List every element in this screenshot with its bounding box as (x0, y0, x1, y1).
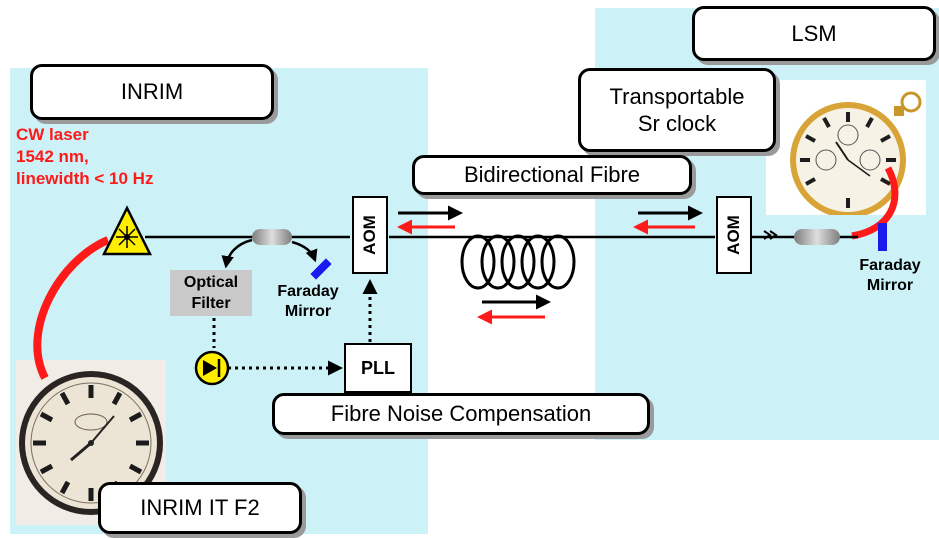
optical-filter-line2: Filter (191, 295, 231, 312)
laser-line1: CW laser (16, 125, 89, 144)
laser-line3: linewidth < 10 Hz (16, 169, 154, 188)
aom-inrim: AOM (352, 196, 388, 274)
cw-laser-description: CW laser 1542 nm, linewidth < 10 Hz (16, 124, 153, 190)
faraday-mirror-label-lsm: Faraday Mirror (859, 257, 921, 294)
optical-filter-line1: Optical (183, 274, 239, 291)
inrim-clock-fibre (33, 236, 110, 380)
faraday-mirror-lsm (878, 223, 887, 251)
sr-clock-line1: Transportable (609, 83, 745, 109)
bidirectional-fibre-label: Bidirectional Fibre (412, 155, 692, 195)
sr-clock-fibre (851, 166, 899, 240)
pll-label: PLL (361, 357, 395, 378)
inrim-site-label: INRIM (30, 64, 274, 120)
lsm-coupler (794, 229, 840, 245)
fibre-noise-compensation-label: Fibre Noise Compensation (272, 393, 650, 435)
fibre-spool (460, 234, 576, 290)
optical-filter: Optical Filter (170, 270, 252, 316)
pll-box: PLL (344, 343, 412, 393)
sr-clock-line2: Sr clock (637, 111, 717, 136)
sr-clock-pocket-watch-image (766, 80, 926, 218)
inrim-clock-label: INRIM IT F2 (98, 482, 302, 534)
sr-clock-label: Transportable Sr clock (578, 68, 776, 152)
lsm-site-label: LSM (692, 6, 936, 61)
aom-lsm: AOM (716, 196, 752, 274)
faraday-mirror-inrim (310, 258, 332, 280)
inrim-coupler (252, 229, 292, 245)
faraday-mirror-label-inrim: Faraday Mirror (277, 283, 339, 320)
laser-line2: 1542 nm, (16, 147, 89, 166)
